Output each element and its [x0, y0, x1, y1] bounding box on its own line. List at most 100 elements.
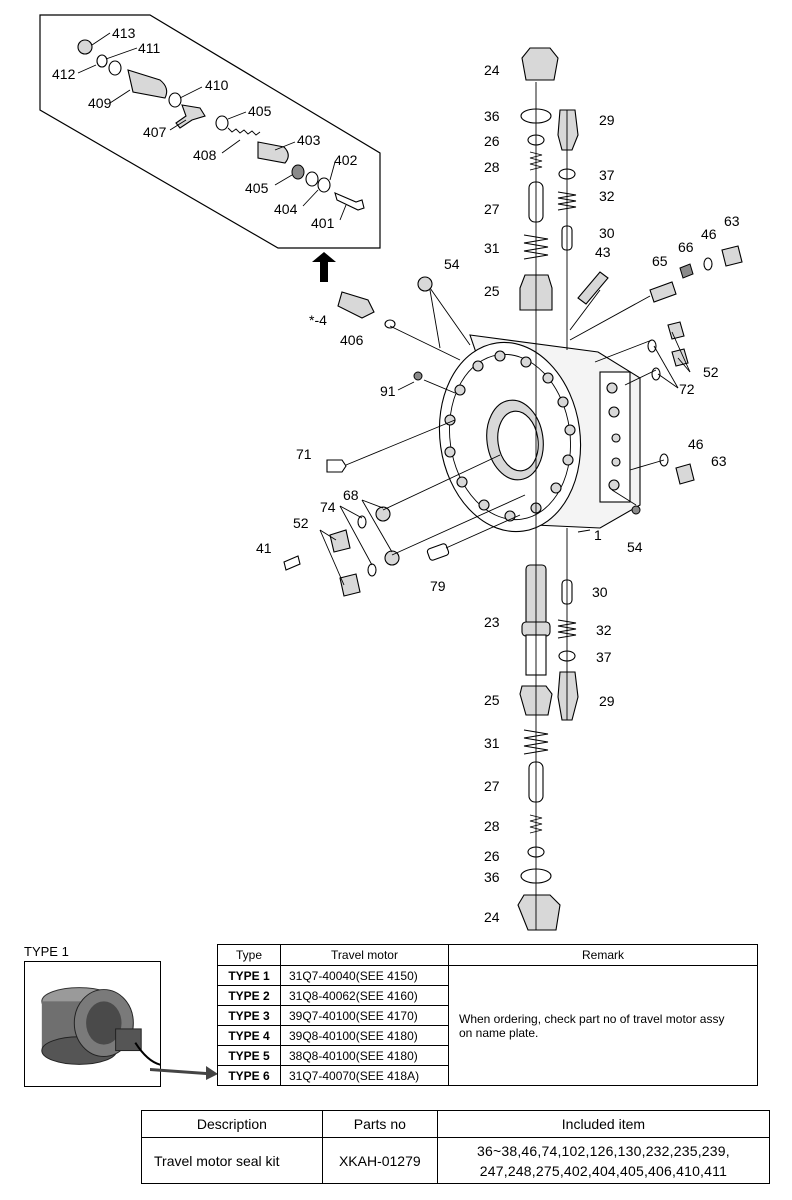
- callout-36b: 36: [484, 869, 500, 885]
- travel-motor-header: Travel motor: [280, 944, 449, 966]
- callout-411: 411: [138, 40, 161, 56]
- travel-motor-photo: [24, 961, 173, 1087]
- callout-52: 52: [703, 364, 719, 380]
- motor-cell: 38Q8-40100(SEE 4180): [280, 1045, 449, 1066]
- callout-37: 37: [599, 167, 615, 183]
- motor-housing: [438, 334, 641, 533]
- callout-408: 408: [193, 147, 217, 163]
- callout-36: 36: [484, 108, 500, 124]
- callout-37b: 37: [596, 649, 612, 665]
- callout-27b: 27: [484, 778, 500, 794]
- callout-72: 72: [679, 381, 695, 397]
- lower-stack-parts: [517, 564, 579, 931]
- callout-30b: 30: [592, 584, 608, 600]
- callout-25b: 25: [484, 692, 500, 708]
- callout-31: 31: [484, 240, 500, 256]
- type-cell: TYPE 1: [217, 965, 281, 986]
- table-row: TYPE 3 39Q7-40100(SEE 4170): [217, 1005, 758, 1026]
- included-item-header: Included item: [436, 1110, 771, 1138]
- detail-inset: 413 411 412 409 410 407 405 403 408 402 …: [39, 14, 381, 249]
- callout-63: 63: [724, 213, 740, 229]
- main-leaders: [319, 82, 691, 930]
- type-pointer-arrow-icon: [150, 1066, 218, 1080]
- callout-404: 404: [274, 201, 298, 217]
- callout-74: 74: [320, 499, 336, 515]
- callout-412: 412: [52, 66, 76, 82]
- callout-43: 43: [595, 244, 611, 260]
- callout-26b: 26: [484, 848, 500, 864]
- kit-included-items: 36~38,46,74,102,126,130,232,235,239, 247…: [436, 1137, 771, 1184]
- seal-kit-table: Description Parts no Included item Trave…: [141, 1110, 771, 1184]
- type-header: Type: [217, 944, 281, 966]
- description-header: Description: [141, 1110, 323, 1138]
- motor-cell: 39Q8-40100(SEE 4180): [280, 1025, 449, 1046]
- remark-line-2: on name plate.: [459, 1025, 539, 1040]
- callout-71: 71: [296, 446, 312, 462]
- callout-46b: 46: [688, 436, 704, 452]
- callout-star-4: *-4: [309, 312, 327, 328]
- callout-405: 405: [248, 103, 272, 119]
- callout-28b: 28: [484, 818, 500, 834]
- callout-31b: 31: [484, 735, 500, 751]
- callout-46: 46: [701, 226, 717, 242]
- kit-description: Travel motor seal kit: [141, 1137, 323, 1184]
- callout-54b: 54: [627, 539, 643, 555]
- callout-54: 54: [444, 256, 460, 272]
- callout-24: 24: [484, 62, 500, 78]
- motor-cell: 31Q7-40070(SEE 418A): [280, 1065, 449, 1086]
- motor-cell: 31Q7-40040(SEE 4150): [280, 965, 449, 986]
- exploded-parts-diagram: 413 411 412 409 410 407 405 403 408 402 …: [39, 14, 743, 931]
- callout-41: 41: [256, 540, 272, 556]
- callout-1: 1: [594, 527, 602, 543]
- detail-leaders: [77, 32, 347, 221]
- remark-cell: When ordering, check part no of travel m…: [448, 965, 758, 1086]
- callout-52b: 52: [293, 515, 309, 531]
- callout-32: 32: [599, 188, 615, 204]
- type-cell: TYPE 4: [217, 1025, 281, 1046]
- callout-65: 65: [652, 253, 668, 269]
- detail-arrow-icon: [312, 252, 336, 282]
- callout-407: 407: [143, 124, 167, 140]
- table-row: Travel motor seal kit XKAH-01279 36~38,4…: [141, 1137, 771, 1184]
- callout-403: 403: [297, 132, 321, 148]
- callout-409: 409: [88, 95, 112, 111]
- detail-parts: [77, 39, 365, 211]
- motor-cell: 31Q8-40062(SEE 4160): [280, 985, 449, 1006]
- travel-motor-type-table: Type Travel motor Remark TYPE 1 31Q7-400…: [217, 944, 758, 1086]
- type-caption: TYPE 1: [24, 944, 69, 959]
- callout-63b: 63: [711, 453, 727, 469]
- table-row: TYPE 5 38Q8-40100(SEE 4180): [217, 1045, 758, 1066]
- parts-no-header: Parts no: [321, 1110, 438, 1138]
- callout-24b: 24: [484, 909, 500, 925]
- callout-413: 413: [112, 25, 136, 41]
- type-cell: TYPE 3: [217, 1005, 281, 1026]
- kit-parts-no: XKAH-01279: [321, 1137, 438, 1184]
- callout-23: 23: [484, 614, 500, 630]
- callout-26: 26: [484, 133, 500, 149]
- callout-29b: 29: [599, 693, 615, 709]
- remark-header: Remark: [448, 944, 758, 966]
- included-line-1: 36~38,46,74,102,126,130,232,235,239,: [477, 1142, 730, 1159]
- callout-405b: 402: [334, 152, 358, 168]
- type-cell: TYPE 5: [217, 1045, 281, 1066]
- motor-cell: 39Q7-40100(SEE 4170): [280, 1005, 449, 1026]
- callout-401: 401: [311, 215, 335, 231]
- table-row: TYPE 6 31Q7-40070(SEE 418A): [217, 1065, 758, 1086]
- callout-66: 66: [678, 239, 694, 255]
- callout-32b: 32: [596, 622, 612, 638]
- upper-stack-parts: [417, 47, 743, 311]
- callout-27: 27: [484, 201, 500, 217]
- table-row: TYPE 1 31Q7-40040(SEE 4150) When orderin…: [217, 965, 758, 1086]
- callout-406: 406: [340, 332, 364, 348]
- remark-line-1: When ordering, check part no of travel m…: [459, 1011, 725, 1026]
- main-labels: 24 36 29 26 28 37 32 27 30 31 43 25 54 6…: [256, 62, 740, 925]
- callout-25: 25: [484, 283, 500, 299]
- callout-410: 410: [205, 77, 229, 93]
- travel-motor-photo-icon: [41, 987, 173, 1067]
- callout-402: 405: [245, 180, 269, 196]
- callout-91: 91: [380, 383, 396, 399]
- table-row: TYPE 2 31Q8-40062(SEE 4160): [217, 985, 758, 1006]
- type-cell: TYPE 6: [217, 1065, 281, 1086]
- callout-29: 29: [599, 112, 615, 128]
- callout-30: 30: [599, 225, 615, 241]
